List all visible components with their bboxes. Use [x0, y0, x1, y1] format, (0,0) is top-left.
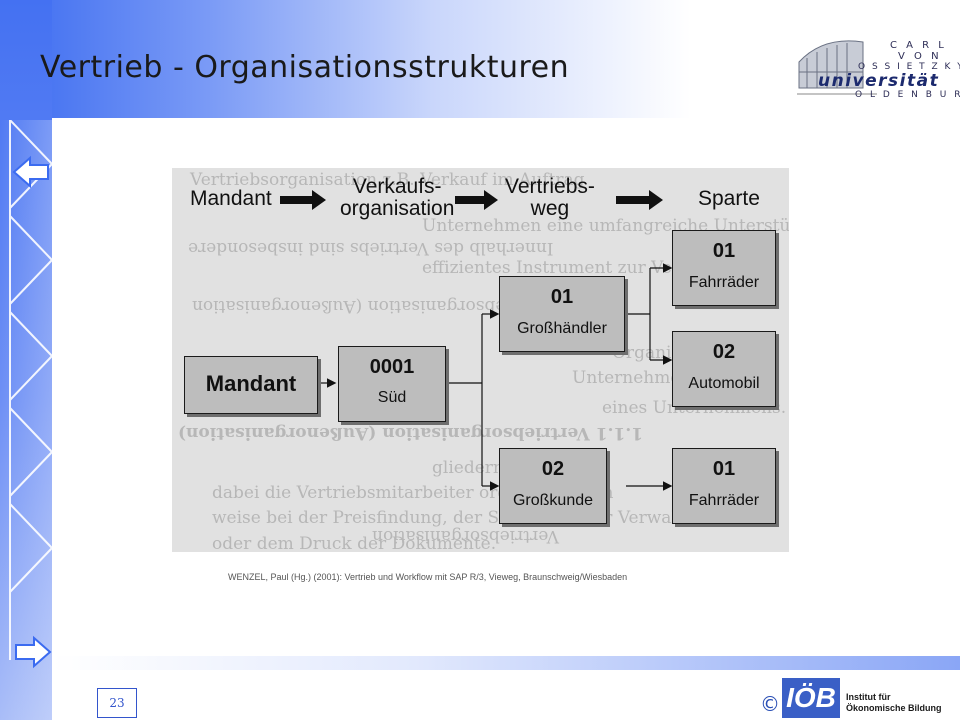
box-grosskunde: 02 Großkunde [499, 448, 607, 524]
box-mandant-label: Mandant [205, 371, 297, 396]
logo-line-ossietzky: O S S I E T Z K Y [858, 62, 960, 72]
logo-line-von: V O N [898, 51, 942, 62]
box-mandant: Mandant [184, 356, 318, 414]
box-fahrraeder-1: 01 Fahrräder [672, 230, 776, 306]
box-sued-name: Süd [377, 389, 407, 406]
sidebar-shade [0, 120, 52, 720]
header-divider [52, 118, 960, 120]
header-band [0, 0, 960, 120]
box-fahrraeder-1-name: Fahrräder [688, 274, 760, 291]
header-sparte: Sparte [698, 187, 760, 210]
sidebar-band [0, 0, 52, 720]
box-fahrraeder-2: 01 Fahrräder [672, 448, 776, 524]
footer-band [52, 656, 960, 670]
header-vertriebsweg: Vertriebs- weg [505, 175, 595, 220]
box-grosshaendler-name: Großhändler [517, 320, 607, 337]
diagram-connectors [280, 190, 673, 491]
box-fahrraeder-2-code: 01 [712, 458, 736, 480]
logo-university-name: universität [818, 71, 940, 91]
forward-arrow-icon[interactable] [12, 634, 52, 670]
box-sued-code: 0001 [369, 356, 415, 378]
institute-line-1: Institut für [846, 692, 891, 702]
figure-caption: WENZEL, Paul (Hg.) (2001): Vertrieb und … [228, 572, 628, 582]
box-fahrraeder-1-code: 01 [712, 240, 736, 262]
box-fahrraeder-2-name: Fahrräder [688, 492, 760, 509]
scanned-figure: Vertriebsorganisation z.B. Verkauf im Au… [172, 168, 789, 552]
page-number: 23 [97, 688, 137, 718]
back-arrow-icon[interactable] [12, 154, 52, 190]
logo-line-oldenburg: O L D E N B U R G [855, 90, 960, 100]
university-building-icon [797, 40, 877, 95]
ioeb-logo: IÖB [782, 678, 840, 718]
slide-title: Vertrieb - Organisationsstrukturen [40, 50, 570, 85]
header-mandant: Mandant [190, 187, 272, 210]
box-grosshaendler: 01 Großhändler [499, 276, 625, 352]
logo-line-carl: C A R L [890, 40, 947, 51]
header-verkaufsorganisation: Verkaufs- organisation [340, 175, 455, 220]
copyright-symbol: © [760, 692, 780, 716]
box-grosshaendler-code: 01 [550, 286, 574, 308]
box-automobil-name: Automobil [688, 375, 760, 392]
box-grosskunde-name: Großkunde [512, 492, 594, 509]
box-automobil-code: 02 [712, 341, 736, 363]
box-automobil: 02 Automobil [672, 331, 776, 407]
sidebar-chevrons [9, 120, 52, 660]
box-grosskunde-code: 02 [541, 458, 565, 480]
box-sued: 0001 Süd [338, 346, 446, 422]
institute-name: Institut für Ökonomische Bildung [846, 692, 942, 714]
institute-line-2: Ökonomische Bildung [846, 703, 942, 713]
